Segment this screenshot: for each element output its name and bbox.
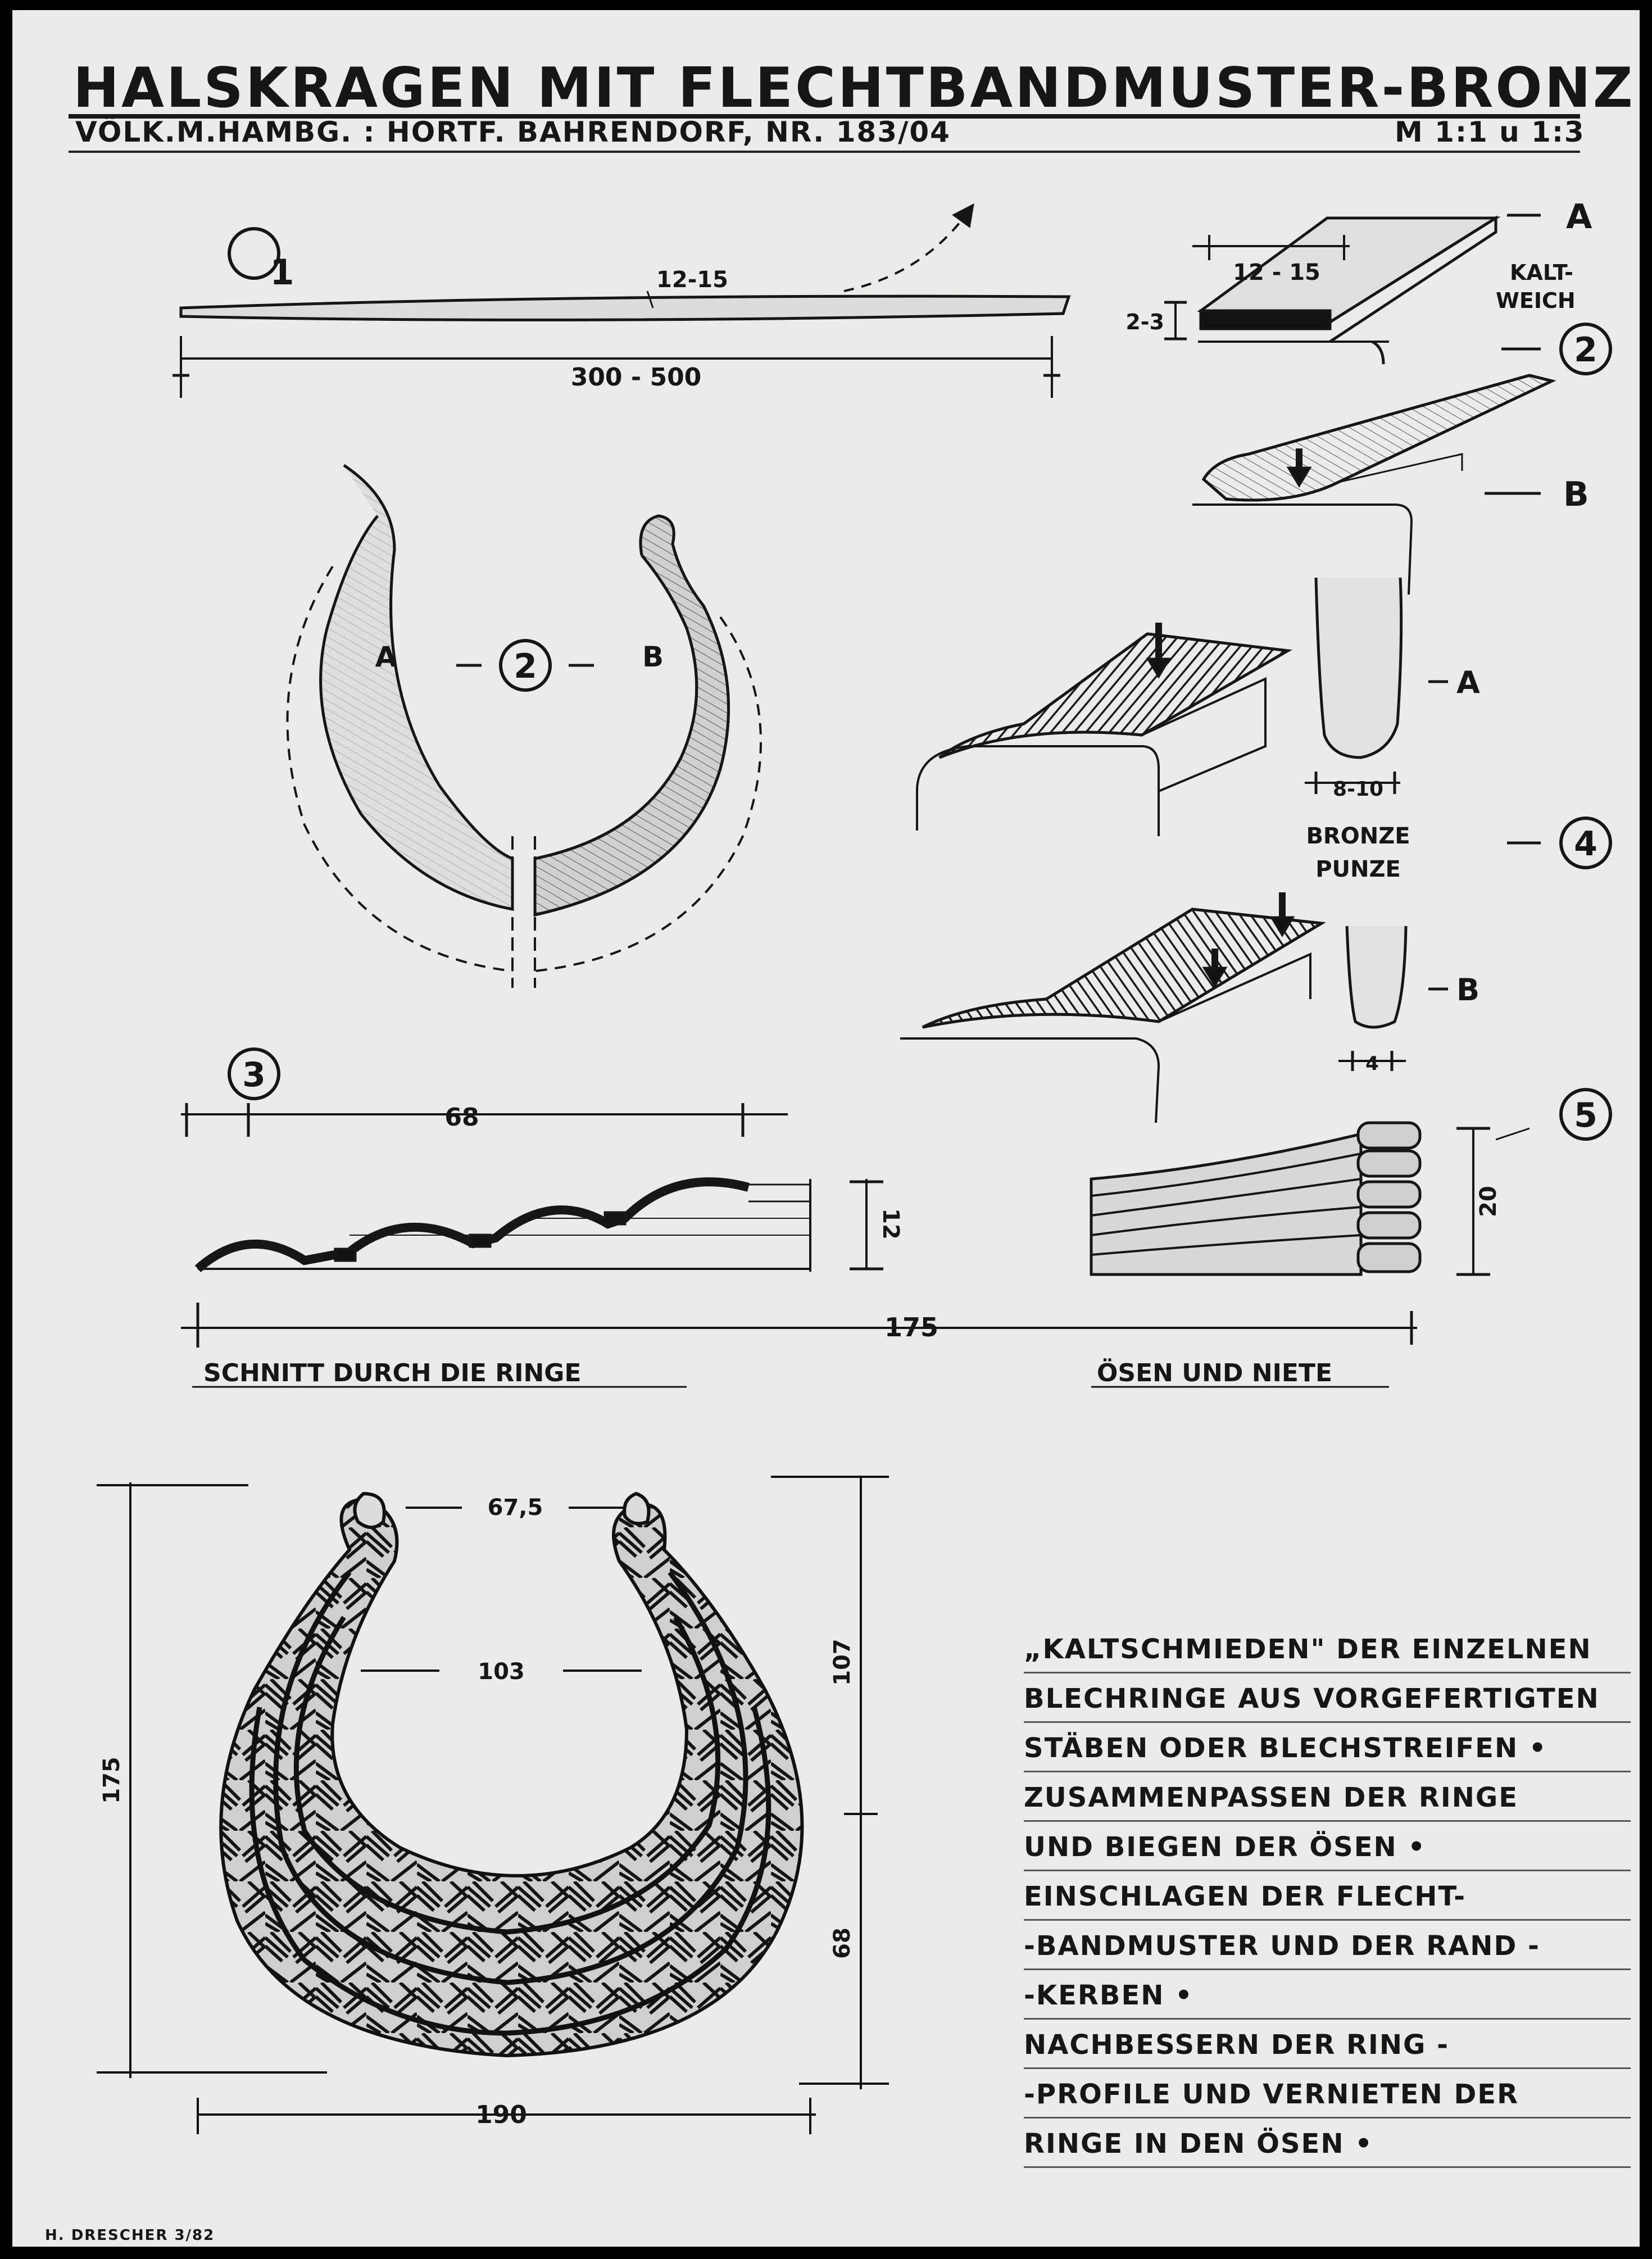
note-line: STÄBEN ODER BLECHSTREIFEN • xyxy=(1024,1727,1640,1777)
step-2-number-middle: 2 xyxy=(514,647,537,686)
punch-label-a: A xyxy=(1456,665,1480,700)
note-line: „KALTSCHMIEDEN" DER EINZELNEN xyxy=(1024,1629,1640,1678)
step-2-strip xyxy=(1164,214,1612,595)
note-line: ZUSAMMENPASSEN DER RINGE xyxy=(1024,1777,1640,1826)
step-2-label-a: A xyxy=(1566,197,1592,237)
lower-height-label: 68 xyxy=(829,1927,855,1959)
weich-label: WEICH xyxy=(1496,288,1576,313)
note-line: RINGE IN DEN ÖSEN • xyxy=(1024,2123,1640,2172)
step-4-punching xyxy=(900,577,1612,1123)
oesen-caption: ÖSEN UND NIETE xyxy=(1097,1358,1332,1387)
note-line: -BANDMUSTER UND DER RAND - xyxy=(1024,1925,1640,1975)
section-height-label: 12 xyxy=(878,1208,904,1240)
process-notes: „KALTSCHMIEDEN" DER EINZELNEN BLECHRINGE… xyxy=(1024,1629,1640,2172)
opening-width-label: 67,5 xyxy=(488,1495,543,1521)
title-underline xyxy=(69,114,1580,119)
note-line: BLECHRINGE AUS VORGEFERTIGTEN xyxy=(1024,1678,1640,1727)
drawing-sheet: HALSKRAGEN MIT FLECHTBANDMUSTER-BRONZE- … xyxy=(12,10,1640,2247)
technical-drawing: 1 12-15 300 - 500 A K xyxy=(97,197,1612,2134)
finished-collar xyxy=(97,1476,889,2134)
upper-height-label: 107 xyxy=(829,1639,855,1686)
schnitt-caption: SCHNITT DURCH DIE RINGE xyxy=(203,1359,581,1387)
step-2-ring xyxy=(286,464,762,988)
bar-outline xyxy=(179,294,1071,321)
note-line: -PROFILE UND VERNIETEN DER xyxy=(1024,2074,1640,2123)
bar-width-label: 12-15 xyxy=(656,267,728,293)
punch-b-width: 4 xyxy=(1365,1053,1379,1075)
bar-length-label: 300 - 500 xyxy=(571,363,702,392)
step-5-number: 5 xyxy=(1574,1096,1597,1135)
rivet-height-label: 20 xyxy=(1476,1186,1501,1217)
sheet-title: HALSKRAGEN MIT FLECHTBANDMUSTER-BRONZE- xyxy=(73,56,1640,120)
step-1-number: 1 xyxy=(270,252,294,293)
note-line: UND BIEGEN DER ÖSEN • xyxy=(1024,1826,1640,1876)
step-2-label-b: B xyxy=(1563,475,1589,514)
step-4-number: 4 xyxy=(1574,824,1597,864)
step-1-bar xyxy=(173,203,1071,398)
source-reference: VÖLK.M.HAMBG. : HORTF. BAHRENDORF, NR. 1… xyxy=(75,116,951,148)
scale-note: M 1:1 u 1:3 xyxy=(1395,116,1585,148)
step-2-number-top: 2 xyxy=(1574,330,1597,370)
ring-label-a: A xyxy=(375,641,397,673)
punze-label: PUNZE xyxy=(1315,856,1401,882)
section-width-label: 68 xyxy=(444,1103,479,1132)
note-line: EINSCHLAGEN DER FLECHT- xyxy=(1024,1876,1640,1925)
punch-label-b: B xyxy=(1456,972,1479,1008)
note-line: -KERBEN • xyxy=(1024,1975,1640,2024)
strip-width-label: 12 - 15 xyxy=(1233,260,1320,285)
strip-thickness-label: 2-3 xyxy=(1125,310,1164,334)
bronze-label: BRONZE xyxy=(1306,823,1410,849)
collar-height-label: 175 xyxy=(99,1757,125,1804)
punch-a-width: 8-10 xyxy=(1333,778,1383,801)
collar-width-label: 190 xyxy=(475,2101,527,2129)
step-3-section xyxy=(181,1047,1417,1388)
step-5-rivets xyxy=(1090,1088,1612,1388)
subtitle-underline xyxy=(69,151,1580,153)
bar-arrow xyxy=(843,203,974,292)
inner-width-label: 103 xyxy=(478,1659,525,1685)
signature: H. DRESCHER 3/82 xyxy=(45,2227,215,2244)
total-width-label: 175 xyxy=(884,1312,938,1342)
note-line: NACHBESSERN DER RING - xyxy=(1024,2024,1640,2074)
step-1-marker xyxy=(228,227,280,280)
step-3-number: 3 xyxy=(242,1055,266,1095)
ring-label-b: B xyxy=(642,641,664,673)
kalt-label: KALT- xyxy=(1510,260,1573,285)
